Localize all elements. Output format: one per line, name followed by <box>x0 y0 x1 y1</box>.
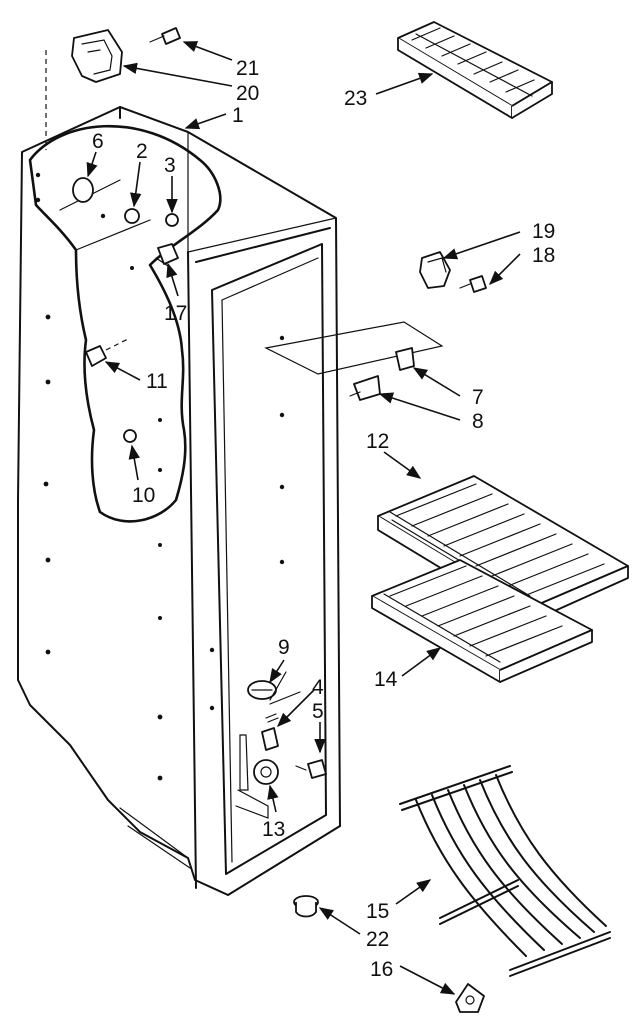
callout-12: 12 <box>366 430 389 453</box>
callout-8: 8 <box>472 410 484 433</box>
part-6-plug <box>72 177 94 203</box>
callout-2: 2 <box>136 140 148 163</box>
callout-7: 7 <box>472 386 484 409</box>
part-15-rack <box>399 765 611 977</box>
callout-18: 18 <box>532 244 555 267</box>
leader-lines <box>86 41 521 995</box>
part-21-screw <box>149 27 181 45</box>
part-18-screw <box>459 275 487 293</box>
callout-labels: 21 20 1 23 6 2 3 19 18 17 11 7 8 12 10 1… <box>92 57 555 981</box>
callout-19: 19 <box>532 220 555 243</box>
callout-23: 23 <box>344 87 367 110</box>
part-11-fastener <box>85 337 131 367</box>
callout-14: 14 <box>374 668 398 691</box>
callout-13: 13 <box>262 818 285 841</box>
part-14-shelf <box>371 559 593 683</box>
callout-16: 16 <box>370 958 393 981</box>
callout-10: 10 <box>132 484 155 507</box>
part-20-bracket <box>45 29 123 150</box>
callout-20: 20 <box>236 82 259 105</box>
callout-21: 21 <box>236 57 259 80</box>
part-4-clip <box>261 713 279 751</box>
callout-17: 17 <box>164 302 187 325</box>
part-2-clip <box>100 208 140 224</box>
part-5-screw <box>295 759 327 779</box>
callout-5: 5 <box>312 700 324 723</box>
callout-9: 9 <box>278 636 290 659</box>
callout-15: 15 <box>366 900 389 923</box>
callout-3: 3 <box>164 154 176 177</box>
part-13-control <box>253 759 279 785</box>
part-22-plug <box>293 895 319 918</box>
part-19-switch <box>419 251 451 289</box>
freezer-liner <box>17 106 341 896</box>
callout-1: 1 <box>232 104 244 127</box>
part-23-ice-tray <box>397 21 553 119</box>
part-9-thermostat-knob <box>247 671 301 705</box>
callout-6: 6 <box>92 130 104 153</box>
cutaway-outline <box>28 124 222 523</box>
part-3-clip <box>165 213 179 227</box>
part-16-foot <box>455 983 485 1013</box>
part-7-8-shelf-support <box>264 321 444 401</box>
callout-11: 11 <box>146 370 168 393</box>
part-17-bracket <box>155 243 179 267</box>
callout-4: 4 <box>312 676 324 699</box>
part-10-fastener <box>123 429 137 443</box>
callout-22: 22 <box>366 928 389 951</box>
